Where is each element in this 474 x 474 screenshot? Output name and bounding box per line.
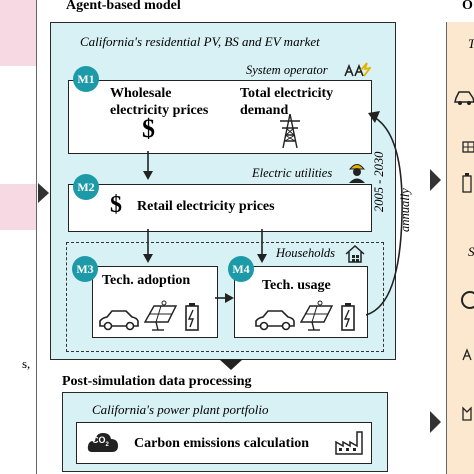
loop-years-label: 2005 - 2030	[372, 151, 386, 212]
right-panel-heading: O	[462, 0, 473, 13]
m4-badge: M4	[228, 256, 254, 282]
left-panel-mid	[0, 184, 37, 230]
m1-badge: M1	[73, 66, 99, 92]
abm-title: Agent-based model	[66, 0, 181, 13]
battery-icon	[462, 173, 472, 193]
factory-icon	[462, 406, 472, 421]
car-icon	[255, 310, 295, 331]
solar-panel-icon	[299, 300, 334, 331]
right-panel-icons	[454, 91, 474, 421]
dollar-icon: $	[142, 114, 155, 143]
tech-adoption-label: Tech. adoption	[102, 273, 191, 288]
m2-badge: M2	[73, 174, 99, 200]
battery-icon	[341, 303, 355, 331]
left-panel-top	[0, 0, 37, 66]
market-label: California's residential PV, BS and EV m…	[80, 34, 320, 49]
carbon-label: Carbon emissions calculation	[134, 436, 310, 451]
wholesale-line-2: electricity prices	[110, 103, 209, 118]
wholesale-line-1: Wholesale	[110, 86, 172, 101]
right-panel-letter-s: S	[468, 244, 474, 259]
right-panel-letter-t: T	[468, 36, 474, 52]
solar-panel-icon	[143, 300, 178, 331]
m3-icons	[99, 300, 199, 331]
post-to-right-arrow	[430, 411, 441, 433]
left-panel-text: s,	[22, 356, 31, 371]
battery-icon	[185, 303, 199, 331]
demand-line-1: Total electricity	[240, 86, 334, 101]
system-operator-icon	[344, 62, 371, 77]
abm-to-post-arrow	[219, 359, 243, 370]
abm-to-right-arrow	[430, 169, 441, 191]
co2-icon	[461, 291, 474, 309]
car-icon	[454, 91, 474, 105]
m4-icons	[255, 300, 355, 331]
post-title: Post-simulation data processing	[62, 374, 252, 389]
house-icon	[345, 244, 365, 263]
retail-dollar-icon: $	[110, 192, 122, 218]
electric-utilities-label: Electric utilities	[252, 166, 333, 180]
left-panel-white	[0, 66, 37, 184]
co2-text: CO2	[92, 435, 109, 448]
m2-box	[68, 184, 372, 232]
solar-panel-icon	[462, 141, 474, 153]
tech-usage-label: Tech. usage	[262, 278, 331, 293]
demand-line-2: demand	[240, 103, 289, 118]
households-group	[66, 242, 384, 352]
transmission-tower-icon	[280, 113, 300, 149]
worker-icon	[348, 164, 366, 183]
annual-loop-arrow	[366, 111, 403, 316]
m3-to-m4-arrow	[215, 293, 234, 303]
retail-prices-label: Retail electricity prices	[137, 199, 275, 214]
m1-to-m2-arrow	[143, 151, 153, 180]
co2-main: CO	[92, 435, 106, 445]
co2-cloud-icon	[87, 433, 118, 452]
right-panel	[446, 22, 474, 474]
households-label: Households	[276, 246, 336, 260]
m3-badge: M3	[72, 256, 98, 282]
left-panel-bottom	[0, 230, 37, 474]
system-operator-label: System operator	[246, 63, 328, 77]
car-icon	[99, 310, 139, 331]
factory-icon	[335, 431, 363, 455]
carbon-box	[76, 422, 372, 464]
m1-left-label: Wholesale electricity prices	[110, 85, 208, 119]
left-to-abm-arrow	[38, 183, 49, 203]
m1-right-label: Total electricity demand	[240, 85, 333, 119]
loop-frequency-label: annually	[398, 188, 412, 232]
m1-box	[68, 80, 372, 154]
tower-icon	[462, 348, 472, 361]
co2-subscript: 2	[105, 441, 109, 448]
post-subtitle: California's power plant portfolio	[92, 402, 269, 417]
